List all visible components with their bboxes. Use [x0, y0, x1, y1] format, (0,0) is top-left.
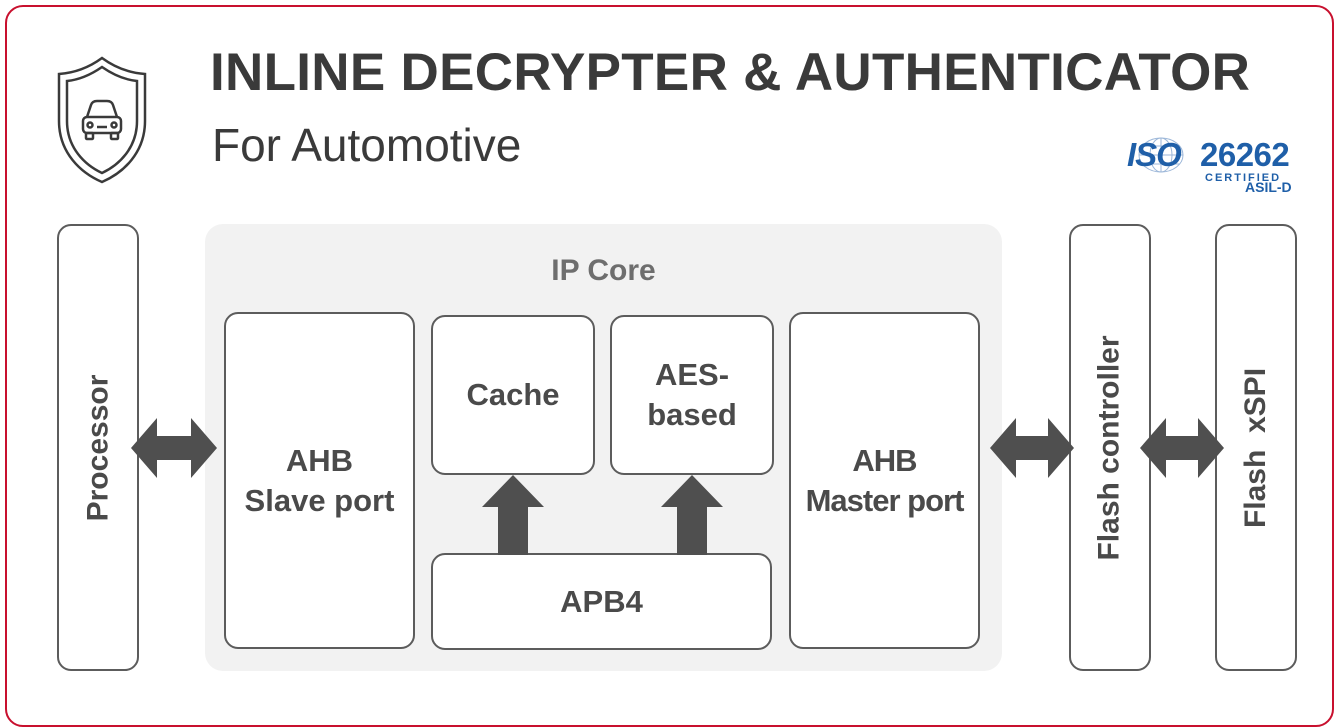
shield-car-icon [57, 56, 147, 184]
ahb-slave-line-1: AHB [285, 442, 354, 478]
flash-xspi-block: Flash xSPI [1215, 224, 1297, 671]
ahb-master-line-1: AHB [852, 442, 917, 478]
flash-controller-block: Flash controller [1069, 224, 1151, 671]
certified-label: CERTIFIED [1205, 172, 1282, 184]
ahb-slave-line-2: Slave port [244, 482, 395, 518]
double-arrow-processor-slave [131, 418, 217, 478]
ahb-slave-port-block: AHB Slave port [224, 312, 415, 649]
double-arrow-master-flashctrl [990, 418, 1074, 478]
processor-label: Processor [81, 374, 114, 521]
double-arrow-flashctrl-xspi [1140, 418, 1224, 478]
cache-label: Cache [466, 377, 560, 412]
asil-label: ASIL-D [1245, 179, 1292, 195]
page-title: INLINE DECRYPTER & AUTHENTICATOR [210, 43, 1251, 102]
cache-block: Cache [431, 315, 595, 475]
iso-certification-badge: ISO 26262 CERTIFIED ASIL-D [1125, 136, 1305, 195]
iso-number: 26262 [1200, 136, 1290, 173]
flash-controller-label: Flash controller [1093, 334, 1127, 561]
page-subtitle: For Automotive [212, 119, 522, 171]
processor-block: Processor [57, 224, 139, 671]
up-arrow-apb4-aes [661, 475, 723, 555]
aes-line-2: based [647, 397, 737, 432]
apb4-block: APB4 [431, 553, 772, 650]
aes-block: AES- based [610, 315, 774, 475]
globe-icon [1138, 137, 1184, 173]
up-arrow-apb4-cache [482, 475, 544, 555]
ahb-master-port-block: AHB Master port [789, 312, 980, 649]
flash-xspi-label: Flash xSPI [1239, 367, 1273, 528]
ahb-master-line-2: Master port [805, 482, 965, 518]
iso-word: ISO [1127, 136, 1182, 173]
apb4-label: APB4 [560, 583, 643, 619]
aes-line-1: AES- [654, 357, 730, 392]
ip-core-label: IP Core [551, 254, 656, 287]
